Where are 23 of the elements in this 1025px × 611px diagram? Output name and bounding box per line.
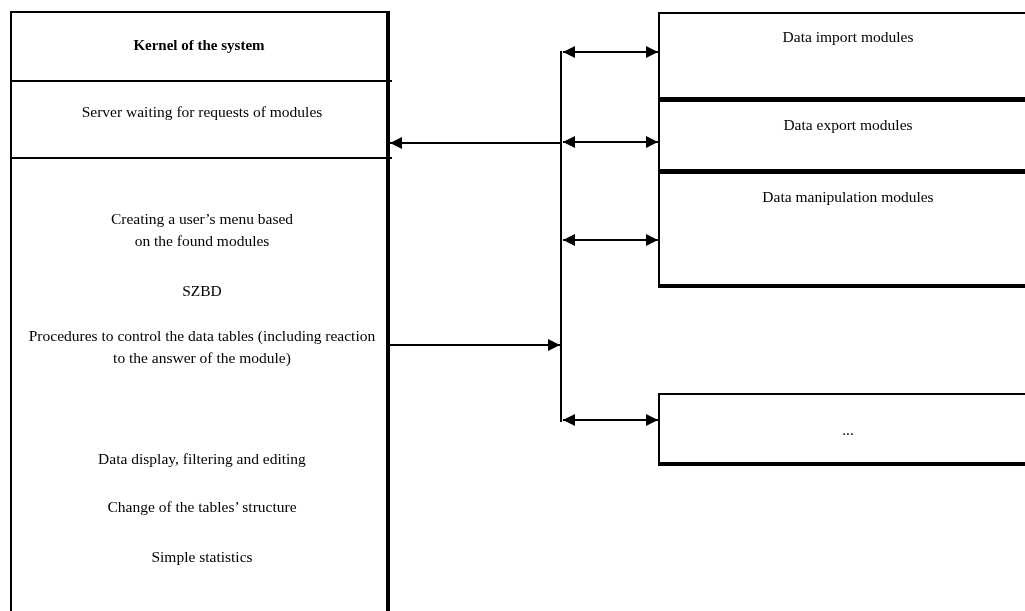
module-box [658, 12, 1025, 101]
arrow [562, 414, 659, 426]
panel-title: Kernel of the system [132, 36, 266, 55]
node-text: Change of the tables’ structure [106, 497, 298, 517]
module-box [658, 172, 1025, 288]
arrow [389, 339, 561, 351]
node-text: SZBD [181, 281, 223, 301]
node-text: Server waiting for requests of modules [80, 102, 324, 122]
node-text: Procedures to control the data tables (including reaction to the answer of the module) [27, 326, 377, 368]
arrow [562, 46, 659, 58]
node-text: Data export modules [782, 115, 914, 135]
node-text: Data display, filtering and editing [97, 449, 307, 469]
module-box [658, 100, 1025, 173]
node-text: Data import modules [781, 27, 915, 47]
node-text: Creating a user’s menu based on the found modules [109, 209, 295, 251]
node-text: ... [841, 420, 855, 440]
arrow [562, 234, 659, 246]
kernel-panel [10, 11, 390, 611]
arrow [562, 136, 659, 148]
node-text: Simple statistics [150, 547, 254, 567]
node-text: Data manipulation modules [761, 187, 935, 207]
module-box [658, 393, 1025, 466]
arrow [389, 137, 561, 149]
